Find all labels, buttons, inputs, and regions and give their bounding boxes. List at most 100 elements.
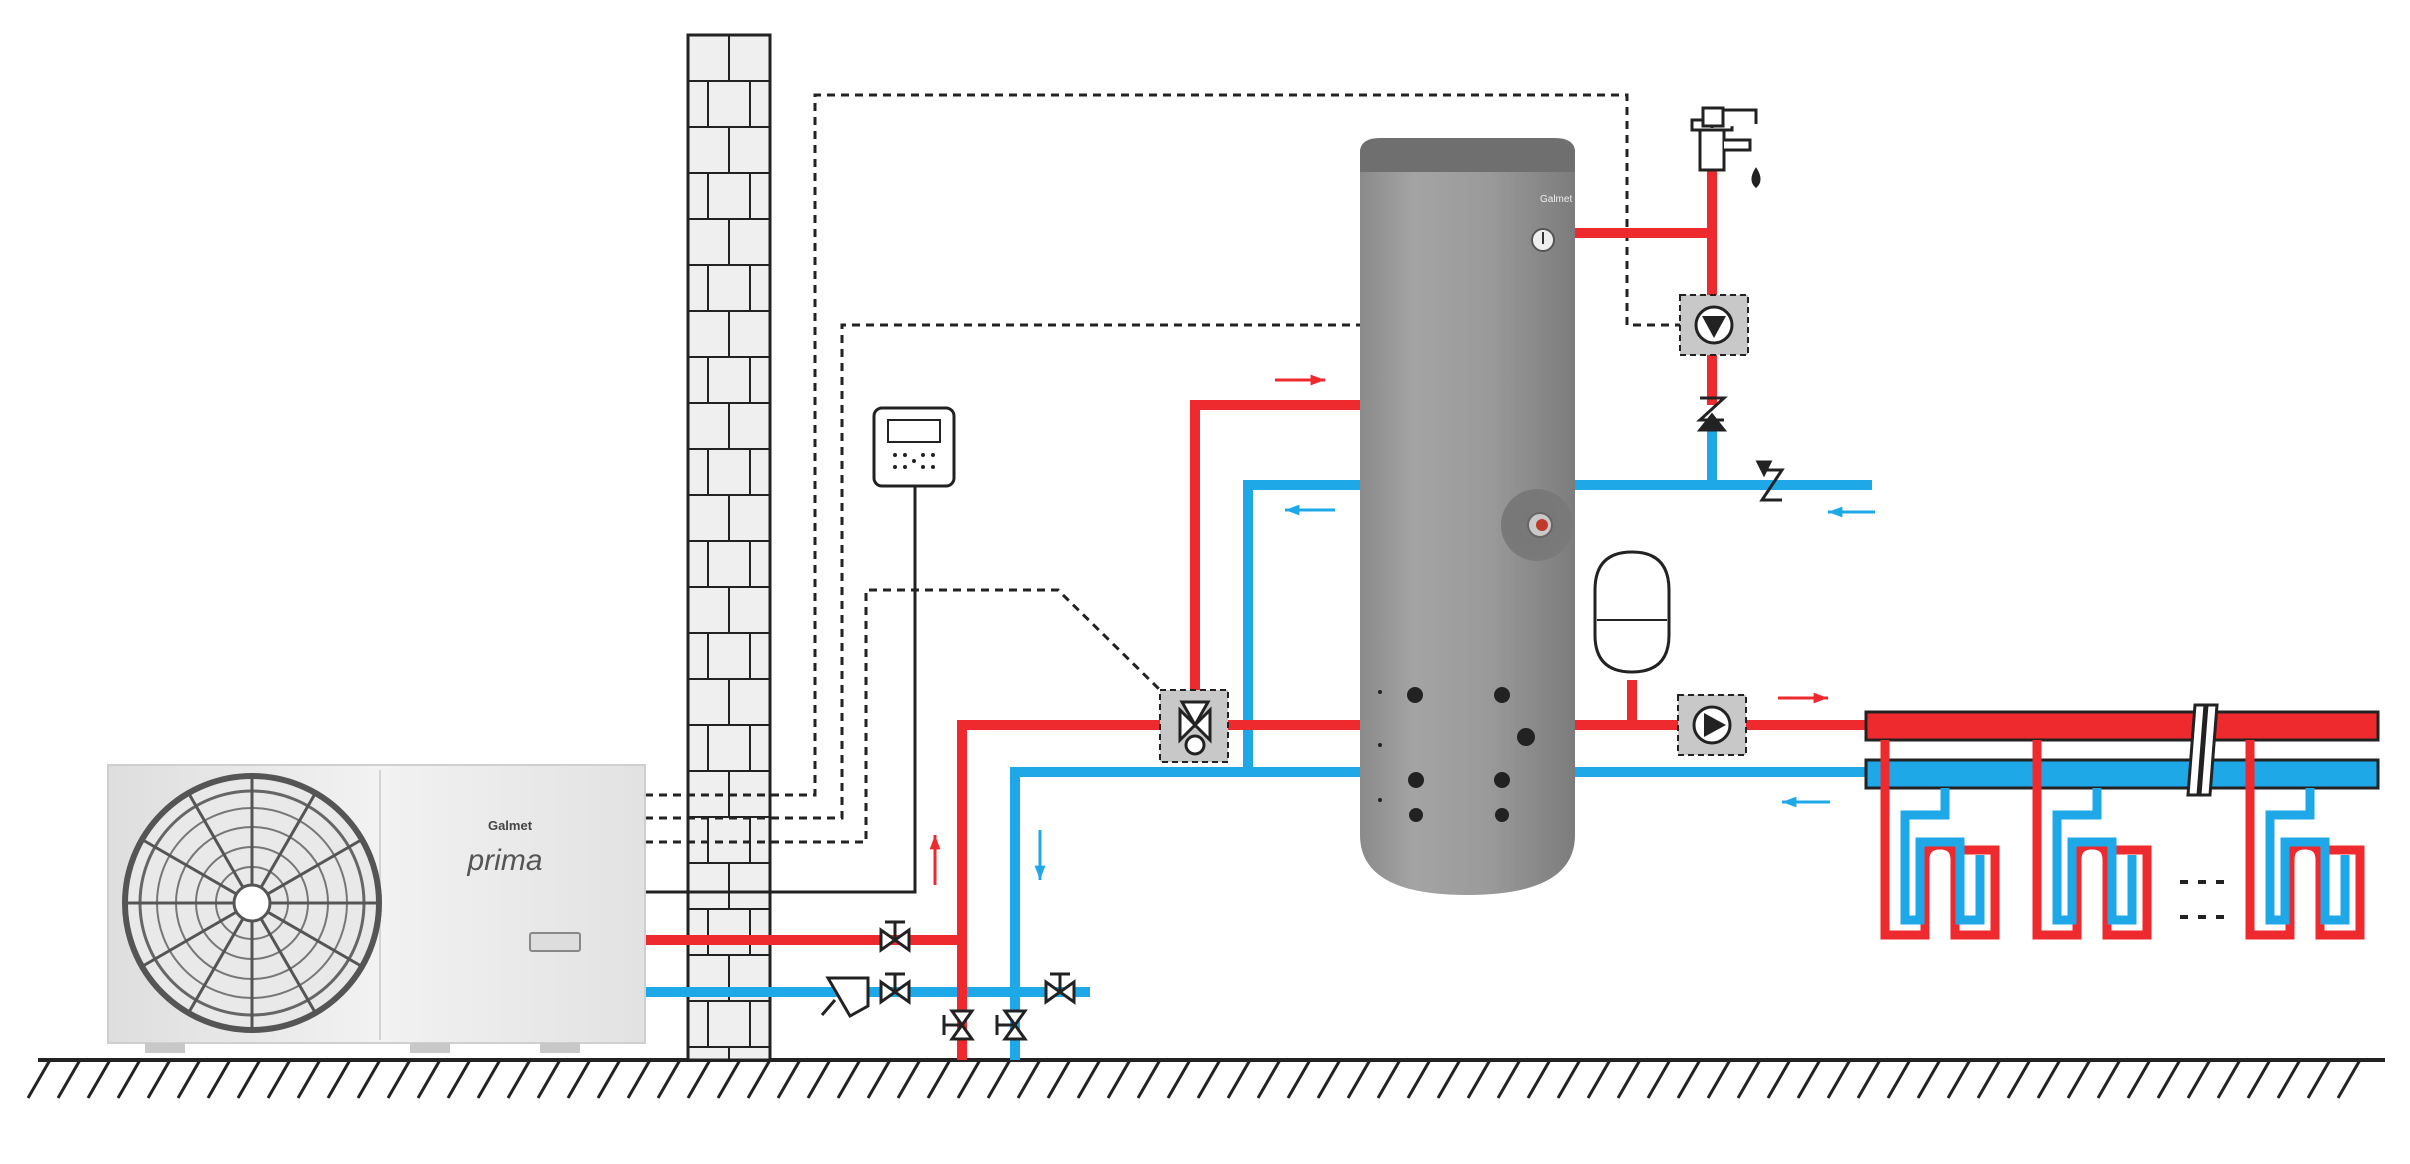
ground-hatch-line: [566, 1059, 592, 1099]
unit-model: prima: [466, 844, 542, 877]
flow-arrow-icon: [1828, 506, 1875, 518]
ground-hatch-line: [2276, 1059, 2302, 1099]
feet: [145, 1043, 580, 1053]
three-way-valve[interactable]: [1159, 689, 1229, 763]
ground-hatch-line: [1706, 1059, 1732, 1099]
ground-hatch-line: [386, 1059, 412, 1099]
floor-heating-loop: [2032, 740, 2152, 940]
ground-hatch-line: [1316, 1059, 1342, 1099]
fan-spoke: [188, 793, 254, 904]
dhw-tank[interactable]: Galmet: [1360, 138, 1575, 895]
loop-return: [2052, 788, 2137, 925]
ground-hatch-line: [1046, 1059, 1072, 1099]
manifold-break: [2186, 703, 2219, 797]
ground-hatch-line: [1346, 1059, 1372, 1099]
ground-hatch-line: [236, 1059, 262, 1099]
fan-spoke: [251, 901, 362, 967]
dhw-circulation-pump[interactable]: [1679, 294, 1749, 356]
ground-hatch-line: [2126, 1059, 2152, 1099]
ground-hatch-line: [1226, 1059, 1252, 1099]
control-wiring: [645, 93, 1680, 844]
heating-circuit-pump[interactable]: [1677, 694, 1747, 756]
ground-hatch-line: [2096, 1059, 2122, 1099]
ground-hatch-line: [1106, 1059, 1132, 1099]
ground-hatch-line: [2336, 1059, 2362, 1099]
ellipsis: [2180, 880, 2224, 919]
ground-hatch-line: [416, 1059, 442, 1099]
fan-spoke: [142, 839, 253, 905]
fan-spoke: [250, 793, 316, 904]
ground-hatch-line: [296, 1059, 322, 1099]
ground-hatch-line: [2306, 1059, 2332, 1099]
fan-spoke: [251, 839, 362, 905]
ball-valve-icon: [995, 1009, 1028, 1041]
check-valve-icon: [1696, 396, 1728, 432]
fan-spoke: [250, 902, 316, 1013]
ground-hatch-line: [2066, 1059, 2092, 1099]
ground-hatch-line: [1616, 1059, 1642, 1099]
ground-hatch-line: [476, 1059, 502, 1099]
ground-hatch-line: [116, 1059, 142, 1099]
unit-logo: Galmet: [488, 818, 533, 833]
fan-spoke: [142, 901, 253, 967]
ground-hatch-line: [596, 1059, 622, 1099]
check-valve-cold-inlet: [1755, 460, 1785, 502]
ground-hatch-line: [1286, 1059, 1312, 1099]
ground-hatch-line: [716, 1059, 742, 1099]
ground-hatch-line: [1766, 1059, 1792, 1099]
ball-valves: [879, 920, 1076, 1041]
controller-icon: [893, 453, 935, 469]
ground-hatch-line: [1556, 1059, 1582, 1099]
ground-hatch-line: [1466, 1059, 1492, 1099]
ball-valve-icon: [1044, 972, 1076, 1005]
ground-hatch-line: [686, 1059, 712, 1099]
ground-hatch-line: [1376, 1059, 1402, 1099]
loop-return: [2265, 788, 2350, 925]
ground-hatch-line: [2006, 1059, 2032, 1099]
pump-icon: [1694, 305, 1734, 345]
ground-hatch-line: [1196, 1059, 1222, 1099]
expansion-vessel: [1593, 550, 1671, 674]
check-valve-upper: [1696, 396, 1728, 432]
ground-hatch-line: [806, 1059, 832, 1099]
ground-hatch-line: [656, 1059, 682, 1099]
ground-hatch-line: [986, 1059, 1012, 1099]
ground-hatch-line: [1646, 1059, 1672, 1099]
svg-text:Galmet: Galmet: [1540, 194, 1572, 205]
ground-hatch-line: [746, 1059, 772, 1099]
ground-hatch-line: [26, 1059, 52, 1099]
expansion-vessel-icon: [1593, 550, 1671, 674]
ground-hatch-line: [1676, 1059, 1702, 1099]
ground: [26, 1058, 2385, 1099]
ground-hatch-line: [506, 1059, 532, 1099]
ball-valve-icon: [942, 1009, 975, 1041]
check-valve-icon: [1755, 460, 1785, 502]
ground-hatch-line: [1796, 1059, 1822, 1099]
floor-heating-loop: [2245, 740, 2365, 940]
ground-hatch-line: [2216, 1059, 2242, 1099]
ground-hatch-line: [1856, 1059, 1882, 1099]
three-way-valve-icon: [1178, 700, 1212, 756]
ground-hatch-line: [206, 1059, 232, 1099]
room-controller[interactable]: [872, 406, 956, 488]
ground-hatch-line: [1436, 1059, 1462, 1099]
brick-wall: [686, 33, 772, 1062]
flow-arrow-icon: [1275, 374, 1325, 386]
ground-hatch-line: [2156, 1059, 2182, 1099]
ground-hatch-line: [836, 1059, 862, 1099]
ground-hatch-line: [1976, 1059, 2002, 1099]
outdoor-heat-pump-unit[interactable]: Galmet prima: [107, 764, 646, 1053]
thermometer-icon: [1531, 228, 1555, 252]
fan-icon: [122, 773, 382, 1033]
svg-text:Galmet: Galmet: [488, 818, 533, 833]
floor-heating-loop: [1880, 740, 2000, 940]
ground-hatch-line: [866, 1059, 892, 1099]
ground-hatch-line: [1526, 1059, 1552, 1099]
floor-heating: [1864, 703, 2380, 940]
ground-hatch-line: [956, 1059, 982, 1099]
ground-hatch-line: [536, 1059, 562, 1099]
flow-arrow-icon: [1285, 504, 1335, 516]
ground-hatch-line: [2036, 1059, 2062, 1099]
ground-hatch-line: [176, 1059, 202, 1099]
